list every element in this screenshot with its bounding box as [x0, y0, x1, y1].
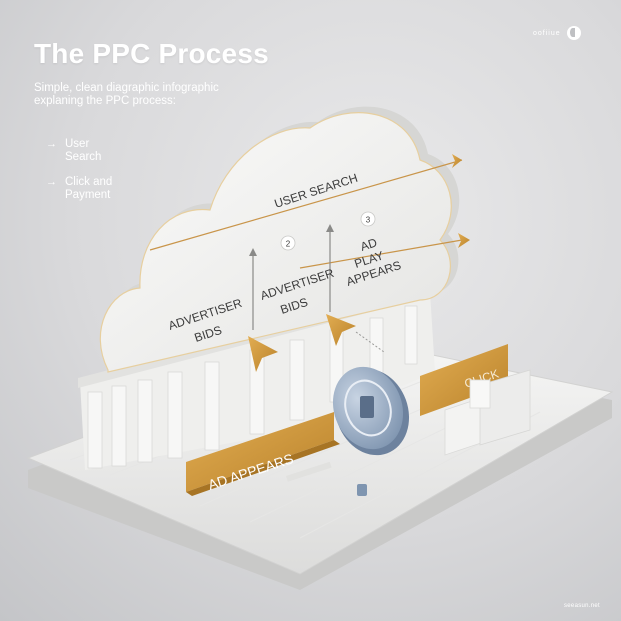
arrow-right-icon: →: [46, 138, 57, 150]
cursor-icon: [248, 336, 278, 372]
step-badge-2: 2: [280, 235, 296, 251]
bullet-text: User Search: [65, 138, 102, 163]
blocks: [286, 369, 531, 496]
footer-credit: seeasun.net: [564, 603, 600, 609]
arrowhead-icon: [452, 154, 462, 168]
brand-name: oofiiue: [533, 29, 561, 37]
bids-arrow-line: [299, 239, 463, 269]
page-subtitle: Simple, clean diagraphic infographic exp…: [34, 82, 219, 107]
ad-icon: [360, 396, 374, 418]
bullet-item-click-payment: → Click and Payment: [46, 176, 156, 202]
page-title: The PPC Process: [34, 38, 269, 69]
arrow-right-icon: →: [46, 176, 57, 188]
bullet-text: Click and Payment: [65, 176, 113, 201]
search-arrow-line: [149, 159, 463, 251]
bullet-item-user-search: → User Search: [46, 138, 156, 164]
step-badge-3: 3: [360, 211, 376, 227]
coin-badge: [332, 366, 410, 456]
step-number: 3: [366, 216, 371, 225]
flow-arrows: [149, 154, 470, 372]
step-number: 2: [286, 240, 291, 249]
ad-play-label: AD: [359, 235, 379, 254]
logo-icon: [566, 26, 581, 40]
process-bullet-list: → User Search → Click and Payment: [46, 138, 156, 214]
cloud-shape: [99, 106, 460, 373]
brand-logo: oofiiue: [533, 26, 581, 40]
cursor-icon: [326, 314, 356, 346]
arrowhead-icon: [458, 233, 470, 248]
